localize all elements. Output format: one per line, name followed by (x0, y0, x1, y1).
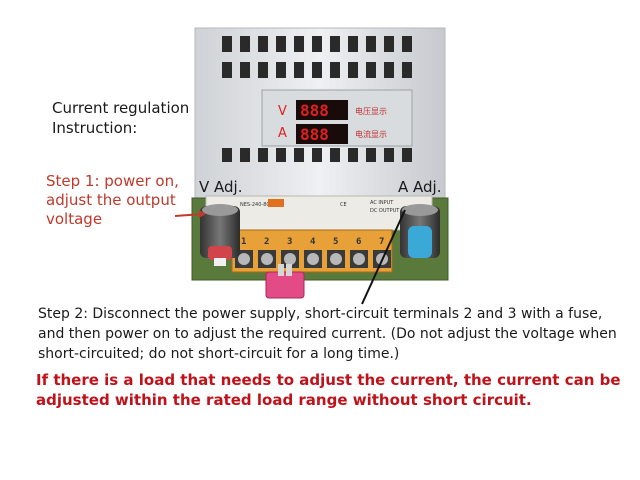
v-adj-label: V Adj. (199, 178, 243, 196)
svg-text:888: 888 (300, 125, 329, 144)
display-v-letter: V (278, 104, 287, 119)
display-v-caption: 电压显示 (355, 106, 387, 116)
svg-text:DC OUTPUT: DC OUTPUT (370, 208, 400, 214)
svg-text:CE: CE (340, 202, 347, 208)
title: Current regulation Instruction: (52, 99, 190, 137)
step1-text: Step 1: power on, adjust the output volt… (46, 172, 179, 228)
step1-arrow (174, 213, 204, 217)
terminal-number: 2 (264, 237, 269, 247)
terminal-number: 4 (310, 237, 316, 247)
display-panel: V A 888 888 电压显示 电流显示 (261, 89, 413, 147)
svg-text:AC INPUT: AC INPUT (370, 200, 394, 206)
step2-text: Step 2: Disconnect the power supply, sho… (38, 306, 617, 362)
display-a-letter: A (278, 126, 287, 141)
v-adj-knob (200, 204, 240, 266)
svg-text:888: 888 (300, 101, 329, 120)
terminal-number: 1 (241, 237, 246, 247)
terminal-number: 6 (356, 237, 361, 247)
terminal-number: 5 (333, 237, 338, 247)
vent-slots (222, 36, 412, 162)
a-adj-label: A Adj. (398, 178, 442, 196)
terminal-number: 7 (379, 237, 384, 247)
model-label: NES-240-80 (240, 202, 270, 208)
voltage-display (296, 100, 348, 120)
terminal-block: 1 2 3 4 5 6 7 (231, 229, 393, 273)
display-a-caption: 电流显示 (355, 129, 387, 139)
a-adj-knob (400, 204, 440, 258)
fuse (265, 271, 305, 299)
step2-pointer (361, 209, 406, 305)
warning-note: If there is a load that needs to adjust … (36, 371, 621, 409)
current-display (296, 124, 348, 144)
terminal-number: 3 (287, 237, 292, 247)
